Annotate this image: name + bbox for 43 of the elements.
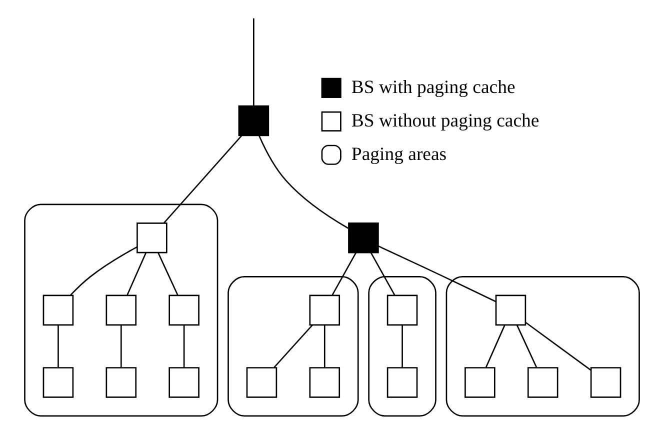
legend-label: Paging areas <box>351 144 447 165</box>
connector <box>274 324 313 368</box>
node-box <box>309 294 340 326</box>
node-box <box>136 222 168 254</box>
cluster <box>228 276 359 417</box>
connector <box>126 252 147 296</box>
connector <box>183 324 185 368</box>
node-box <box>168 367 200 398</box>
legend-label: BS without paging cache <box>351 110 540 132</box>
node-box <box>386 294 418 326</box>
connector <box>370 252 396 296</box>
connector <box>158 252 178 296</box>
node-box <box>42 294 74 326</box>
connector <box>58 324 59 368</box>
connector <box>163 135 242 224</box>
cluster <box>446 276 640 417</box>
cluster <box>368 276 436 417</box>
node-box <box>309 367 340 398</box>
connector <box>332 252 357 296</box>
connector <box>516 324 538 368</box>
connector <box>324 324 326 368</box>
connector <box>525 322 592 371</box>
legend-label: BS with paging cache <box>351 76 516 98</box>
node-box <box>464 367 496 398</box>
connector <box>70 246 138 296</box>
node-box <box>495 294 526 326</box>
node-box <box>386 367 418 398</box>
connector <box>258 135 349 229</box>
node-box <box>590 367 622 398</box>
node-box <box>246 367 278 398</box>
connector <box>120 324 122 368</box>
connector <box>402 324 403 368</box>
node-box <box>238 105 270 136</box>
node-box <box>106 294 137 326</box>
node-box <box>527 367 558 398</box>
connector <box>378 245 496 302</box>
node-box <box>42 367 74 398</box>
cluster <box>24 204 218 417</box>
node-box <box>348 222 379 254</box>
connector <box>253 18 254 106</box>
node-box <box>168 294 200 326</box>
connector <box>485 324 506 368</box>
node-box <box>106 367 137 398</box>
